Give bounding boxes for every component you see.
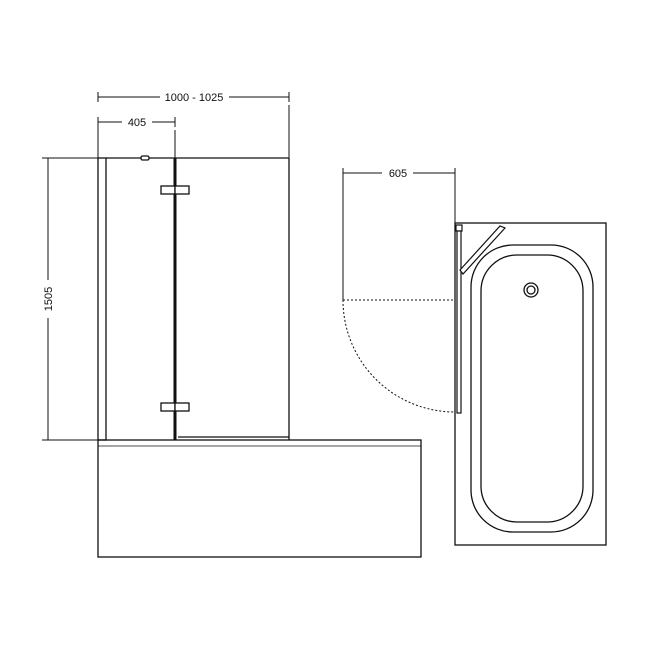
plan-view: 605 — [342, 168, 607, 546]
drain-icon — [523, 282, 539, 298]
shower-screen-elevation — [97, 155, 290, 441]
bath-plan — [454, 222, 607, 546]
clamp-icon — [140, 155, 150, 161]
door-swing-label: 605 — [389, 168, 407, 180]
bath-elevation — [97, 439, 422, 558]
hinge-top-icon — [160, 185, 190, 195]
height-label: 1505 — [43, 287, 55, 311]
elevation-view: 1000 - 1025 405 1505 — [42, 92, 422, 558]
fixed-panel-width-label: 405 — [128, 117, 146, 129]
height-dimension: 1505 — [42, 157, 98, 441]
door-swing-arc — [342, 299, 456, 413]
fixed-panel-dimension: 405 — [97, 117, 176, 129]
overall-width-dimension: 1000 - 1025 — [97, 92, 290, 104]
screen-plan — [455, 224, 507, 414]
hinge-bottom-icon — [160, 402, 190, 412]
overall-width-label: 1000 - 1025 — [165, 92, 224, 104]
door-swing-dimension: 605 — [342, 168, 456, 180]
